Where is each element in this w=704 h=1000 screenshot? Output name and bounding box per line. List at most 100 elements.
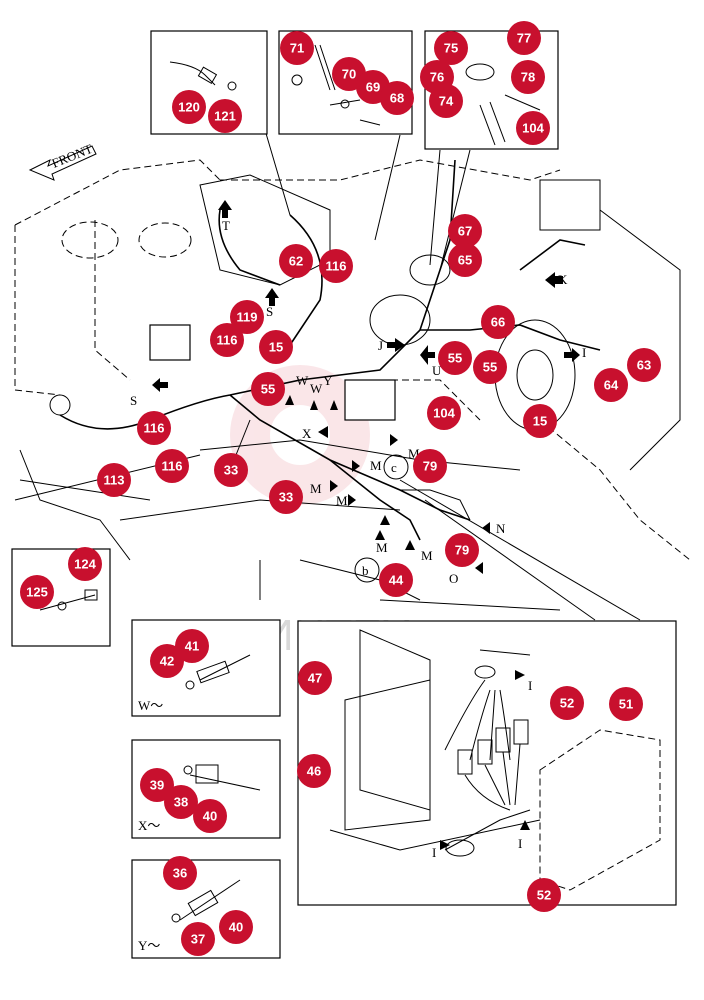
- machine-outline: [14, 159, 691, 611]
- svg-text:44: 44: [389, 573, 404, 588]
- callout-55c: 55: [251, 372, 285, 406]
- callout-44: 44: [379, 563, 413, 597]
- callout-41: 41: [175, 629, 209, 663]
- svg-text:75: 75: [444, 41, 458, 56]
- callout-74: 74: [429, 84, 463, 118]
- callout-124: 124: [68, 547, 102, 581]
- svg-text:79: 79: [423, 459, 437, 474]
- svg-text:78: 78: [521, 70, 535, 85]
- label-y1: Y: [323, 373, 333, 388]
- front-arrow: FRONT: [28, 141, 97, 181]
- label-i2: I: [528, 678, 532, 693]
- leader-lines: [264, 129, 641, 621]
- callout-40b: 40: [219, 910, 253, 944]
- svg-text:68: 68: [390, 91, 404, 106]
- svg-text:65: 65: [458, 253, 472, 268]
- svg-text:77: 77: [517, 31, 531, 46]
- callout-116d: 116: [155, 449, 189, 483]
- svg-text:116: 116: [217, 333, 238, 348]
- svg-text:66: 66: [491, 315, 505, 330]
- label-b: b: [362, 563, 369, 578]
- callout-33b: 33: [269, 480, 303, 514]
- svg-text:46: 46: [307, 764, 321, 779]
- callout-119: 119: [230, 300, 264, 334]
- callout-116b: 116: [210, 323, 244, 357]
- callout-104b: 104: [427, 396, 461, 430]
- callout-68: 68: [380, 81, 414, 115]
- svg-text:64: 64: [604, 378, 619, 393]
- callout-120: 120: [172, 90, 206, 124]
- svg-text:62: 62: [289, 254, 303, 269]
- callout-37: 37: [181, 922, 215, 956]
- svg-text:63: 63: [637, 358, 651, 373]
- callout-15b: 15: [523, 404, 557, 438]
- detail-inset-46: [297, 620, 677, 906]
- label-o: O: [449, 571, 458, 586]
- label-i1: I: [582, 345, 586, 360]
- tank-unit: [539, 179, 601, 231]
- svg-text:33: 33: [279, 490, 293, 505]
- svg-text:40: 40: [229, 920, 243, 935]
- svg-text:38: 38: [174, 795, 188, 810]
- label-j: J: [378, 338, 383, 353]
- label-m6: M: [421, 548, 433, 563]
- svg-text:116: 116: [144, 421, 165, 436]
- svg-text:36: 36: [173, 866, 187, 881]
- callout-62: 62: [279, 244, 313, 278]
- svg-text:55: 55: [448, 351, 462, 366]
- callout-64: 64: [594, 368, 628, 402]
- horn: [49, 394, 71, 416]
- callout-33a: 33: [214, 453, 248, 487]
- svg-text:15: 15: [533, 414, 547, 429]
- svg-text:40: 40: [203, 809, 217, 824]
- callout-46: 46: [297, 754, 331, 788]
- callout-55a: 55: [438, 341, 472, 375]
- svg-text:52: 52: [537, 888, 551, 903]
- callout-38: 38: [164, 785, 198, 819]
- svg-text:39: 39: [150, 778, 164, 793]
- label-u: U: [432, 363, 442, 378]
- callout-52b: 52: [527, 878, 561, 912]
- label-i4: I: [432, 845, 436, 860]
- fuse-block: [344, 379, 396, 421]
- label-w1: W: [296, 373, 309, 388]
- detail-label-x: X～: [138, 818, 160, 833]
- svg-text:119: 119: [237, 310, 258, 325]
- label-t: T: [222, 218, 230, 233]
- svg-text:51: 51: [619, 697, 633, 712]
- label-n: N: [496, 521, 506, 536]
- callout-104a: 104: [516, 111, 550, 145]
- svg-text:41: 41: [185, 639, 199, 654]
- svg-text:76: 76: [430, 70, 444, 85]
- relay-block: [149, 324, 191, 361]
- svg-text:116: 116: [326, 259, 347, 274]
- label-s2: S: [130, 393, 137, 408]
- detail-label-y: Y～: [138, 938, 160, 953]
- callout-55b: 55: [473, 350, 507, 384]
- callout-79a: 79: [413, 449, 447, 483]
- svg-text:120: 120: [178, 100, 200, 115]
- detail-label-w: W～: [138, 698, 163, 713]
- svg-text:70: 70: [342, 67, 356, 82]
- svg-text:52: 52: [560, 696, 574, 711]
- svg-text:79: 79: [455, 543, 469, 558]
- callout-79b: 79: [445, 533, 479, 567]
- svg-text:15: 15: [269, 340, 283, 355]
- svg-text:55: 55: [483, 360, 497, 375]
- callout-113: 113: [97, 463, 131, 497]
- svg-text:37: 37: [191, 932, 205, 947]
- callout-77: 77: [507, 21, 541, 55]
- pointer-arrows: [152, 200, 580, 850]
- label-x1: X: [302, 426, 312, 441]
- callout-52a: 52: [550, 686, 584, 720]
- svg-text:124: 124: [74, 557, 96, 572]
- svg-text:113: 113: [104, 473, 125, 488]
- callout-40a: 40: [193, 799, 227, 833]
- callout-121: 121: [208, 99, 242, 133]
- callout-51: 51: [609, 687, 643, 721]
- svg-text:55: 55: [261, 382, 275, 397]
- svg-text:121: 121: [214, 109, 236, 124]
- callout-36: 36: [163, 856, 197, 890]
- callout-116c: 116: [137, 411, 171, 445]
